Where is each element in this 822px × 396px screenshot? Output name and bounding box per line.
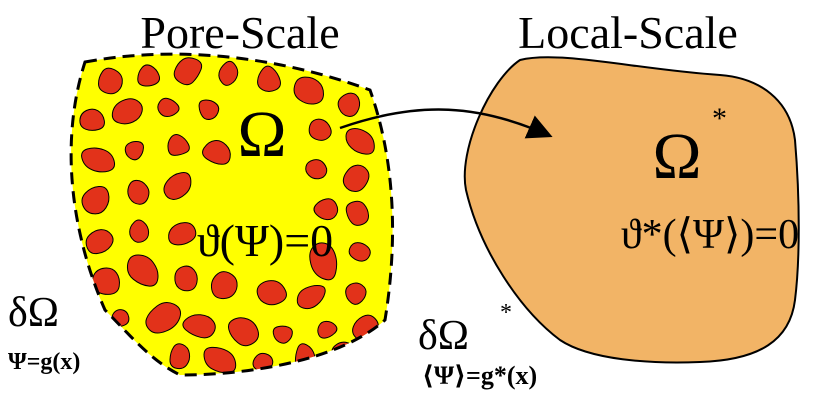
local-boundary-star: * xyxy=(500,300,512,326)
solid-grain xyxy=(227,317,259,347)
upscaling-arrow xyxy=(339,108,553,139)
solid-grain xyxy=(202,139,231,165)
solid-grain xyxy=(157,97,180,118)
solid-grain xyxy=(218,60,239,86)
solid-grain xyxy=(345,282,367,305)
solid-grain xyxy=(345,200,370,226)
solid-grain xyxy=(81,185,110,215)
local-governing-equation: ϑ*(⟨Ψ⟩)=0 xyxy=(621,212,799,258)
solid-grain xyxy=(308,118,332,141)
solid-grain xyxy=(167,134,190,156)
solid-grain xyxy=(317,320,338,339)
local-scale-title: Local-Scale xyxy=(518,7,738,58)
solid-grain xyxy=(97,67,123,95)
solid-grain xyxy=(124,140,144,161)
solid-grain xyxy=(91,267,120,295)
pore-boundary-condition: Ψ=g(x) xyxy=(8,349,80,375)
solid-grain xyxy=(81,147,116,173)
solid-grain xyxy=(127,179,150,205)
solid-grain xyxy=(163,172,192,200)
solid-grain xyxy=(145,301,182,334)
solid-grain xyxy=(79,108,105,131)
solid-grain xyxy=(313,198,339,221)
solid-grain xyxy=(256,280,287,306)
solid-grain xyxy=(342,164,370,193)
solid-grain xyxy=(293,76,325,105)
solid-grain xyxy=(337,92,361,117)
pore-scale-region xyxy=(69,52,395,377)
local-scale-domain xyxy=(463,56,800,364)
solid-grain xyxy=(137,64,161,87)
local-boundary-condition: ⟨Ψ⟩=g*(x) xyxy=(422,361,537,390)
solid-grain xyxy=(85,229,114,255)
solid-grain xyxy=(129,219,150,243)
local-boundary-symbol: δΩ xyxy=(418,313,469,359)
solid-grain xyxy=(305,159,328,180)
solid-grain xyxy=(345,128,375,155)
solid-grain xyxy=(168,222,197,246)
pore-domain-boundary xyxy=(69,52,395,377)
solid-grain xyxy=(348,242,371,262)
solid-grain xyxy=(174,265,198,292)
solid-grain xyxy=(272,325,293,344)
solid-grain xyxy=(309,242,338,281)
solid-grain xyxy=(198,99,220,120)
pore-boundary-symbol: δΩ xyxy=(8,290,59,336)
local-domain-star: * xyxy=(712,102,727,135)
solid-grain xyxy=(210,271,238,300)
solid-grain xyxy=(173,57,203,86)
local-domain-omega: Ω xyxy=(652,120,701,193)
pore-governing-equation: ϑ(Ψ)=0 xyxy=(197,215,333,266)
solid-grain xyxy=(296,284,326,310)
solid-grain xyxy=(111,98,143,125)
solid-grain xyxy=(169,343,191,370)
solid-grain xyxy=(257,65,281,92)
solid-grain xyxy=(182,314,216,339)
pore-scale-title: Pore-Scale xyxy=(140,7,339,58)
pore-domain-omega: Ω xyxy=(237,98,286,171)
solid-grain xyxy=(126,254,159,287)
